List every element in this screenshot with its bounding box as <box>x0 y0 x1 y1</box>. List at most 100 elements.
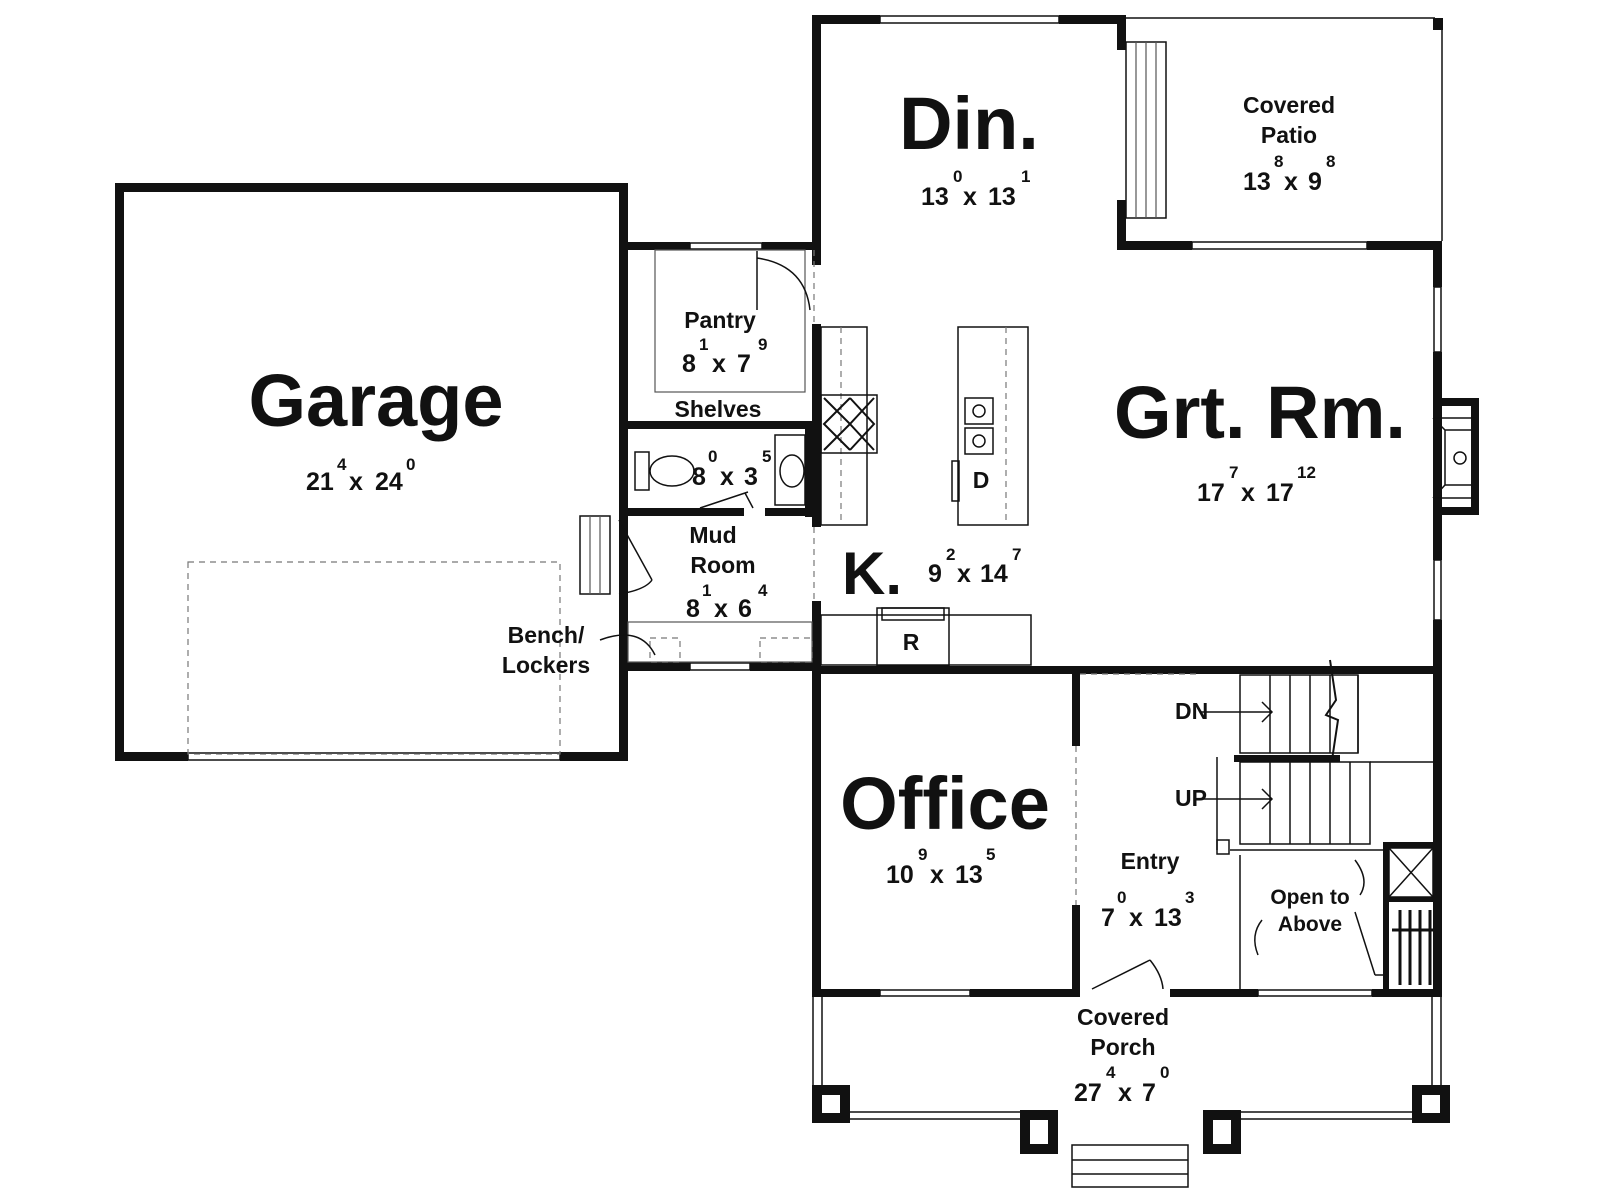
mud-dim-h-in: 4 <box>758 581 768 600</box>
entry-dim-h: 13 <box>1154 904 1182 932</box>
bench-label-2: Lockers <box>502 652 590 678</box>
bath-dim-w: 8 <box>692 463 706 491</box>
garage-dim-h-in: 0 <box>406 455 415 474</box>
open-above-1: Open to <box>1270 886 1349 909</box>
mud-dim-x: x <box>714 595 728 623</box>
mud-dim-h: 6 <box>738 595 752 623</box>
bath-fixtures <box>634 434 806 509</box>
entry-dim-w: 7 <box>1101 904 1115 932</box>
patio-outline <box>1125 17 1443 241</box>
great-room-title: Grt. Rm. <box>1114 371 1406 454</box>
office-dim-x: x <box>930 861 944 889</box>
garage-dim-w: 21 <box>306 468 334 496</box>
office-dim-w: 10 <box>886 861 914 889</box>
porch-outline <box>812 997 1442 1188</box>
bath-dim-h: 3 <box>744 463 758 491</box>
patio-dim-h-in: 8 <box>1326 152 1335 171</box>
dining-dim-w-in: 0 <box>953 167 962 186</box>
great-dim-h-in: 12 <box>1297 463 1316 482</box>
garage-details <box>187 515 653 755</box>
pantry-dim-h: 7 <box>737 350 751 378</box>
kitchen-dims: 9 2 x 14 7 <box>928 545 1021 588</box>
porch-dims: 27 4 x 7 0 <box>1074 1063 1169 1107</box>
office-dim-h-in: 5 <box>986 845 995 864</box>
refrigerator-label: R <box>903 629 920 655</box>
entry-dim-h-in: 3 <box>1185 888 1194 907</box>
garage-dims: 21 4 x 24 0 <box>306 455 415 496</box>
porch-title-1: Covered <box>1077 1004 1169 1030</box>
garage-dim-x: x <box>349 468 363 496</box>
kitchen-counters <box>820 326 1032 667</box>
great-dim-h: 17 <box>1266 479 1294 507</box>
entry-dim-w-in: 0 <box>1117 888 1126 907</box>
bath-dim-x: x <box>720 463 734 491</box>
mud-title-2: Room <box>690 552 755 578</box>
dining-dim-x: x <box>963 183 977 211</box>
great-dim-w-in: 7 <box>1229 463 1238 482</box>
entry-details <box>1075 746 1436 990</box>
porch-dim-x: x <box>1118 1079 1132 1107</box>
kitchen-title: K. <box>842 540 902 607</box>
fireplace <box>1432 417 1475 499</box>
dining-title: Din. <box>899 82 1039 165</box>
patio-title-1: Covered <box>1243 92 1335 118</box>
pantry-dim-w-in: 1 <box>699 335 708 354</box>
dining-dims: 13 0 x 13 1 <box>921 167 1030 211</box>
open-above-2: Above <box>1278 913 1342 936</box>
pantry-dim-x: x <box>712 350 726 378</box>
porch-dim-w: 27 <box>1074 1079 1102 1107</box>
exterior-walls <box>115 15 1479 1154</box>
office-title: Office <box>840 762 1050 845</box>
bath-dims: 8 0 x 3 5 <box>692 447 771 491</box>
great-room-dims: 17 7 x 17 12 <box>1197 463 1316 507</box>
porch-dim-w-in: 4 <box>1106 1063 1116 1082</box>
entry-dims: 7 0 x 13 3 <box>1101 888 1194 932</box>
pantry-title: Pantry <box>684 307 756 333</box>
patio-dim-w-in: 8 <box>1274 152 1283 171</box>
garage-dim-h: 24 <box>375 468 403 496</box>
patio-dims: 13 8 x 9 8 <box>1243 152 1335 196</box>
porch-title-2: Porch <box>1090 1034 1155 1060</box>
pantry-dim-h-in: 9 <box>758 335 767 354</box>
dining-dim-h-in: 1 <box>1021 167 1030 186</box>
office-dim-w-in: 9 <box>918 845 927 864</box>
kitchen-dim-h-in: 7 <box>1012 545 1021 564</box>
shelves-label: Shelves <box>675 396 762 422</box>
kitchen-dim-h: 14 <box>980 560 1008 588</box>
bench-label-1: Bench/ <box>508 622 585 648</box>
mud-dim-w: 8 <box>686 595 700 623</box>
dining-dim-w: 13 <box>921 183 949 211</box>
windows <box>187 15 1442 997</box>
great-dim-w: 17 <box>1197 479 1225 507</box>
bath-dim-h-in: 5 <box>762 447 771 466</box>
porch-dim-h: 7 <box>1142 1079 1156 1107</box>
garage-title: Garage <box>248 359 503 442</box>
mud-dim-w-in: 1 <box>702 581 711 600</box>
kitchen-dim-w: 9 <box>928 560 942 588</box>
patio-dim-w: 13 <box>1243 168 1271 196</box>
patio-dim-x: x <box>1284 168 1298 196</box>
stairs <box>1080 659 1433 855</box>
great-dim-x: x <box>1241 479 1255 507</box>
pantry-details <box>654 249 815 393</box>
bath-dim-w-in: 0 <box>708 447 717 466</box>
entry-title: Entry <box>1121 848 1180 874</box>
stairs-up-label: UP <box>1175 785 1207 811</box>
dishwasher-label: D <box>973 467 990 493</box>
office-dims: 10 9 x 13 5 <box>886 845 995 889</box>
mud-dims: 8 1 x 6 4 <box>686 581 768 623</box>
office-dim-h: 13 <box>955 861 983 889</box>
patio-dim-h: 9 <box>1308 168 1322 196</box>
porch-dim-h-in: 0 <box>1160 1063 1169 1082</box>
stairs-down-label: DN <box>1175 698 1208 724</box>
pantry-dim-w: 8 <box>682 350 696 378</box>
garage-dim-w-in: 4 <box>337 455 347 474</box>
kitchen-dim-w-in: 2 <box>946 545 955 564</box>
patio-title-2: Patio <box>1261 122 1317 148</box>
dining-dim-h: 13 <box>988 183 1016 211</box>
mud-details <box>599 527 815 663</box>
kitchen-dim-x: x <box>957 560 971 588</box>
mud-title-1: Mud <box>689 522 736 548</box>
pantry-dims: 8 1 x 7 9 <box>682 335 767 378</box>
entry-dim-x: x <box>1129 904 1143 932</box>
